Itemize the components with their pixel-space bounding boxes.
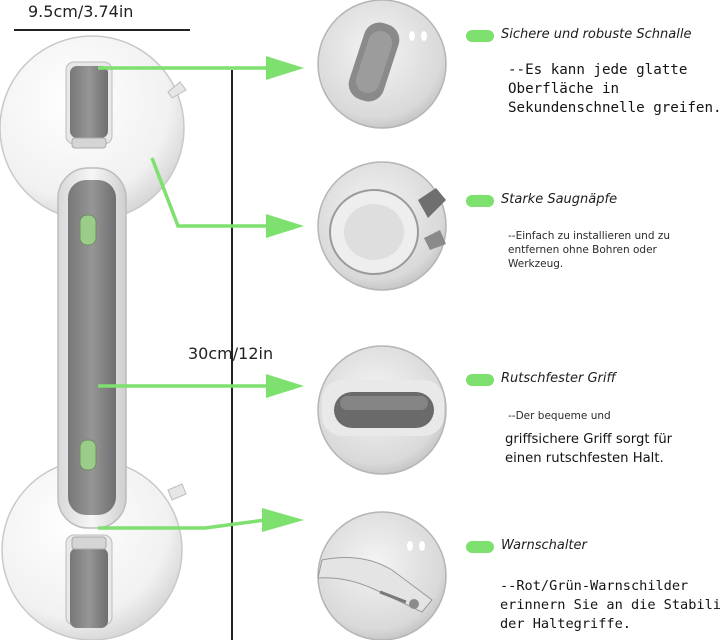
feature-3-description-intro: --Der bequeme und [508,410,611,422]
grip-closeup-icon [317,345,447,475]
feature-3-marker [466,374,494,386]
feature-4-marker [466,541,494,553]
arrow-heads [262,56,304,532]
feature-1-line-1: --Es kann jede glatte [508,62,688,78]
warning-indicator-closeup-icon [317,511,447,640]
feature-2-line-1: --Einfach zu installieren und zu [508,230,671,242]
feature-2-title: Starke Saugnäpfe [501,192,618,207]
feature-4-line-1: --Rot/Grün-Warnschilder [500,578,689,594]
feature-2-description: --Einfach zu installieren und zu entfern… [508,229,670,271]
feature-1-line-2: Oberfläche in [508,81,620,97]
feature-3-line-2: einen rutschfesten Halt. [505,451,664,466]
feature-3-description: griffsichere Griff sorgt für einen rutsc… [505,430,672,468]
feature-3-line-1: griffsichere Griff sorgt für [505,432,673,447]
bottom-indicator [79,439,97,471]
feature-1-description: --Es kann jede glatte Oberfläche in Seku… [508,61,720,118]
length-dimension-line [231,70,233,640]
buckle-closeup-icon [317,0,447,129]
feature-2-line-3: Werkzeug. [508,258,564,270]
feature-4-description: --Rot/Grün-Warnschilder erinnern Sie an … [500,577,720,634]
feature-4-line-3: der Haltegriffe. [500,616,631,632]
top-lever [65,61,113,149]
feature-1-line-3: Sekundenschnelle greifen. [508,100,720,116]
width-dimension-line [14,29,190,31]
feature-3-title: Rutschfester Griff [501,371,616,386]
feature-4-title: Warnschalter [501,538,587,553]
callout-arrows [98,66,270,530]
width-dimension-label: 9.5cm/3.74in [28,2,134,21]
grip-strip [68,180,116,515]
feature-2-line-2: entfernen ohne Bohren oder [508,244,657,256]
feature-4-line-2: erinnern Sie an die Stabilität [500,597,720,613]
suction-cup-closeup-icon [317,161,447,291]
top-indicator [79,214,97,246]
bottom-lever [65,534,113,628]
feature-1-title: Sichere und robuste Schnalle [501,27,692,42]
length-dimension-label: 30cm/12in [188,344,274,363]
feature-1-marker [466,30,494,42]
feature-2-marker [466,195,494,207]
